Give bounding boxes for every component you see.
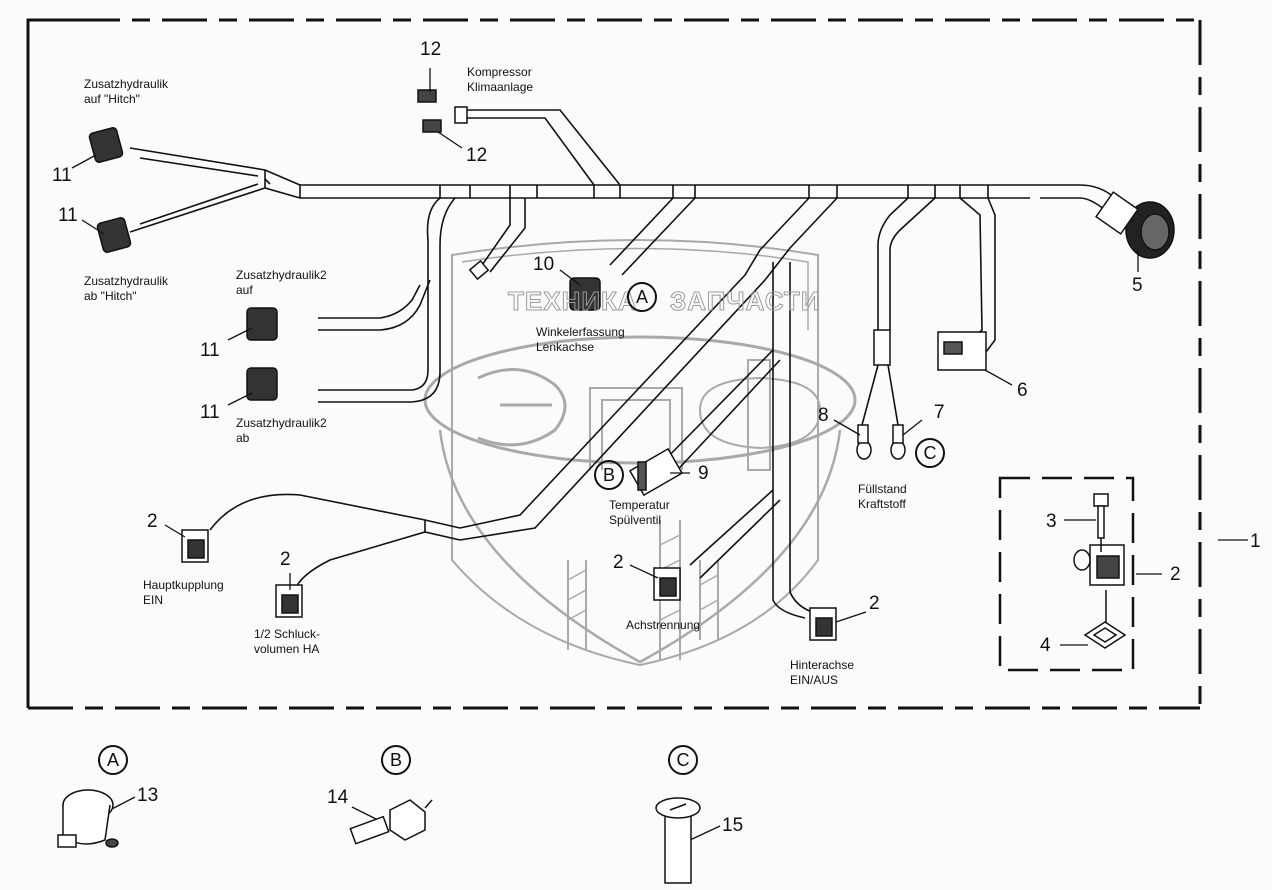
hitch-connector-upper	[88, 127, 124, 163]
temperature-connector	[628, 447, 684, 497]
detail-marker-a: A	[98, 745, 128, 775]
steering-angle-connector	[569, 277, 601, 311]
leader-lines	[71, 68, 1248, 841]
connector-glyphs	[88, 89, 1175, 649]
label-zusatzhydraulik-ab-hitch: Zusatzhydraulik ab "Hitch"	[84, 274, 169, 303]
detail-part-13	[57, 789, 119, 848]
solenoid-detail-frame	[998, 476, 1135, 672]
callout-7: 7	[934, 402, 945, 423]
callout-11-zusatz2-auf: 11	[200, 340, 220, 361]
round-connector	[1095, 191, 1175, 259]
detail-marker-b-inline: B	[594, 460, 624, 490]
zusatz2-connector-lower	[246, 367, 278, 401]
callout-2-hinterachse: 2	[869, 593, 880, 614]
detail-marker-b: B	[381, 745, 411, 775]
callout-1: 1	[1250, 531, 1261, 552]
assembly-frame	[26, 18, 1202, 710]
detail-part-14	[349, 799, 433, 845]
detail-part-15	[655, 797, 701, 884]
watermark-text-right: ЗАПЧАСТИ	[670, 286, 821, 317]
label-kompressor: Kompressor Klimaanlage	[467, 65, 534, 94]
callout-12-upper: 12	[420, 39, 442, 60]
callout-11-hitch-auf: 11	[52, 165, 72, 186]
rect-connector	[937, 331, 987, 371]
label-zusatzhydraulik-auf-hitch: Zusatzhydraulik auf "Hitch"	[84, 77, 169, 106]
detail-marker-c-inline: C	[915, 438, 945, 468]
detail-marker-a-inline: A	[627, 282, 657, 312]
hitch-connector-lower	[96, 217, 132, 253]
solenoid-connector-achstrennung	[653, 567, 681, 601]
label-zusatzhydraulik2-ab: Zusatzhydraulik2 ab	[236, 416, 327, 445]
callout-3: 3	[1046, 511, 1057, 532]
callout-2-achstrennung: 2	[613, 552, 624, 573]
callout-9: 9	[698, 463, 709, 484]
label-zusatzhydraulik2-auf: Zusatzhydraulik2 auf	[236, 268, 327, 297]
plug-connector	[468, 259, 490, 281]
detail-marker-c: C	[668, 745, 698, 775]
callout-12-lower: 12	[466, 145, 488, 166]
callout-11-zusatz2-ab: 11	[200, 402, 220, 423]
callout-4: 4	[1040, 635, 1051, 656]
label-achstrennung: Achstrennung	[626, 618, 701, 632]
callout-5: 5	[1132, 275, 1143, 296]
callout-15: 15	[722, 815, 744, 836]
label-hinterachse: Hinterachse EIN/AUS	[790, 658, 855, 687]
watermark-text-left: ТЕХНИКА	[508, 286, 638, 317]
callout-2-hauptkupplung: 2	[147, 511, 158, 532]
label-hauptkupplung: Hauptkupplung EIN	[143, 578, 224, 607]
label-winkelerfassung: Winkelerfassung Lenkachse	[536, 325, 625, 354]
label-fuellstand: Füllstand Kraftstoff	[858, 482, 907, 511]
zusatz2-connector-upper	[246, 307, 278, 341]
callout-14: 14	[327, 787, 349, 808]
callout-2-schluckvolumen: 2	[280, 549, 291, 570]
callout-8: 8	[818, 405, 829, 426]
detail-screw	[1093, 493, 1109, 552]
callout-6: 6	[1017, 380, 1028, 401]
label-schluckvolumen: 1/2 Schluck- volumen HA	[254, 627, 321, 656]
solenoid-connector-schluckvolumen	[275, 584, 303, 618]
callout-2-detail: 2	[1170, 564, 1181, 585]
callout-10: 10	[533, 254, 555, 275]
solenoid-connector-hauptkupplung	[181, 529, 209, 563]
label-temperatur: Temperatur Spülventil	[609, 498, 670, 527]
callout-11-hitch-ab: 11	[58, 205, 78, 226]
solenoid-connector-hinterachse	[809, 607, 837, 641]
detail-solenoid	[1073, 544, 1125, 586]
compressor-plug-lower	[422, 119, 442, 133]
callout-13: 13	[137, 785, 159, 806]
compressor-plug-upper	[417, 89, 437, 103]
